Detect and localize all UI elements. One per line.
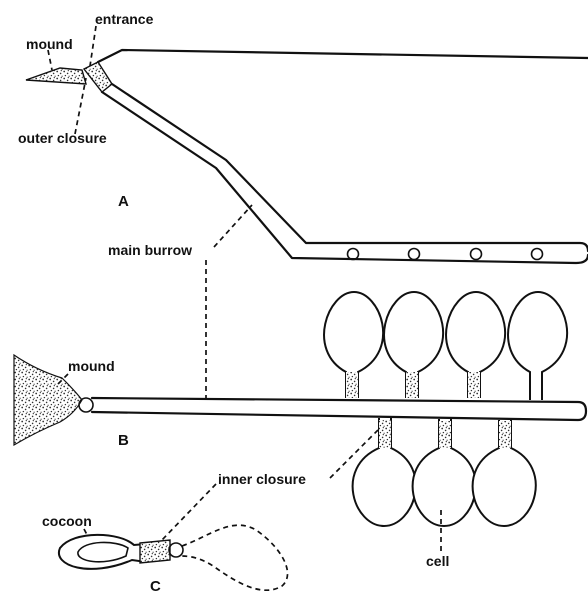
cocoon-outer <box>59 535 146 569</box>
upper-cells <box>324 292 567 400</box>
inner-closure-leader-c <box>162 484 216 540</box>
inner-closure-label: inner closure <box>218 471 306 487</box>
cell-upper <box>508 292 567 400</box>
mound-a-label: mound <box>26 36 73 52</box>
entrance-leader <box>90 26 96 66</box>
cell-neck-closure <box>439 421 451 448</box>
cell-neck-closure <box>468 372 480 398</box>
part-c-label: C <box>150 578 161 591</box>
mound-b-label: mound <box>68 358 115 374</box>
burrow-a-chamber <box>348 249 359 260</box>
cocoon-entrance <box>169 543 183 557</box>
cell-neck-closure <box>406 372 418 398</box>
outer-closure-label: outer closure <box>18 130 107 146</box>
cocoon-closure <box>140 540 170 563</box>
ground-surface-a <box>98 50 588 62</box>
mound-a-shape <box>26 68 86 84</box>
part-a-label: A <box>118 193 129 210</box>
outer-closure-leader <box>75 78 86 134</box>
main-burrow-leader-a <box>214 205 252 247</box>
burrow-a-chamber <box>532 249 543 260</box>
part-c: cocoon C <box>42 513 288 591</box>
cell-neck-closure <box>379 420 391 448</box>
burrow-a-upper-wall <box>112 84 588 251</box>
part-b: mound B <box>14 292 586 526</box>
entrance-label: entrance <box>95 11 154 27</box>
outer-closure-plug <box>84 62 112 92</box>
part-a: entrance mound outer closure A <box>18 11 588 263</box>
lower-cells <box>353 418 536 526</box>
burrow-a-chamber <box>471 249 482 260</box>
burrow-b-bottom-wall <box>92 411 586 420</box>
cocoon-burrow-loop <box>182 525 288 590</box>
entrance-closure-b <box>79 398 93 412</box>
burrow-a-lower-wall <box>102 92 588 263</box>
inner-closure-annotation: inner closure <box>162 430 378 540</box>
cell-label: cell <box>426 553 449 569</box>
cell-neck-closure <box>499 421 511 448</box>
main-burrow-annotation: main burrow <box>108 205 252 404</box>
burrow-a-chamber <box>409 249 420 260</box>
part-b-label: B <box>118 432 129 449</box>
mound-a-leader <box>48 50 52 70</box>
cocoon-label: cocoon <box>42 513 92 529</box>
main-burrow-label: main burrow <box>108 242 192 258</box>
burrow-b-top-wall <box>92 398 586 411</box>
cell-neck-closure <box>346 372 358 398</box>
